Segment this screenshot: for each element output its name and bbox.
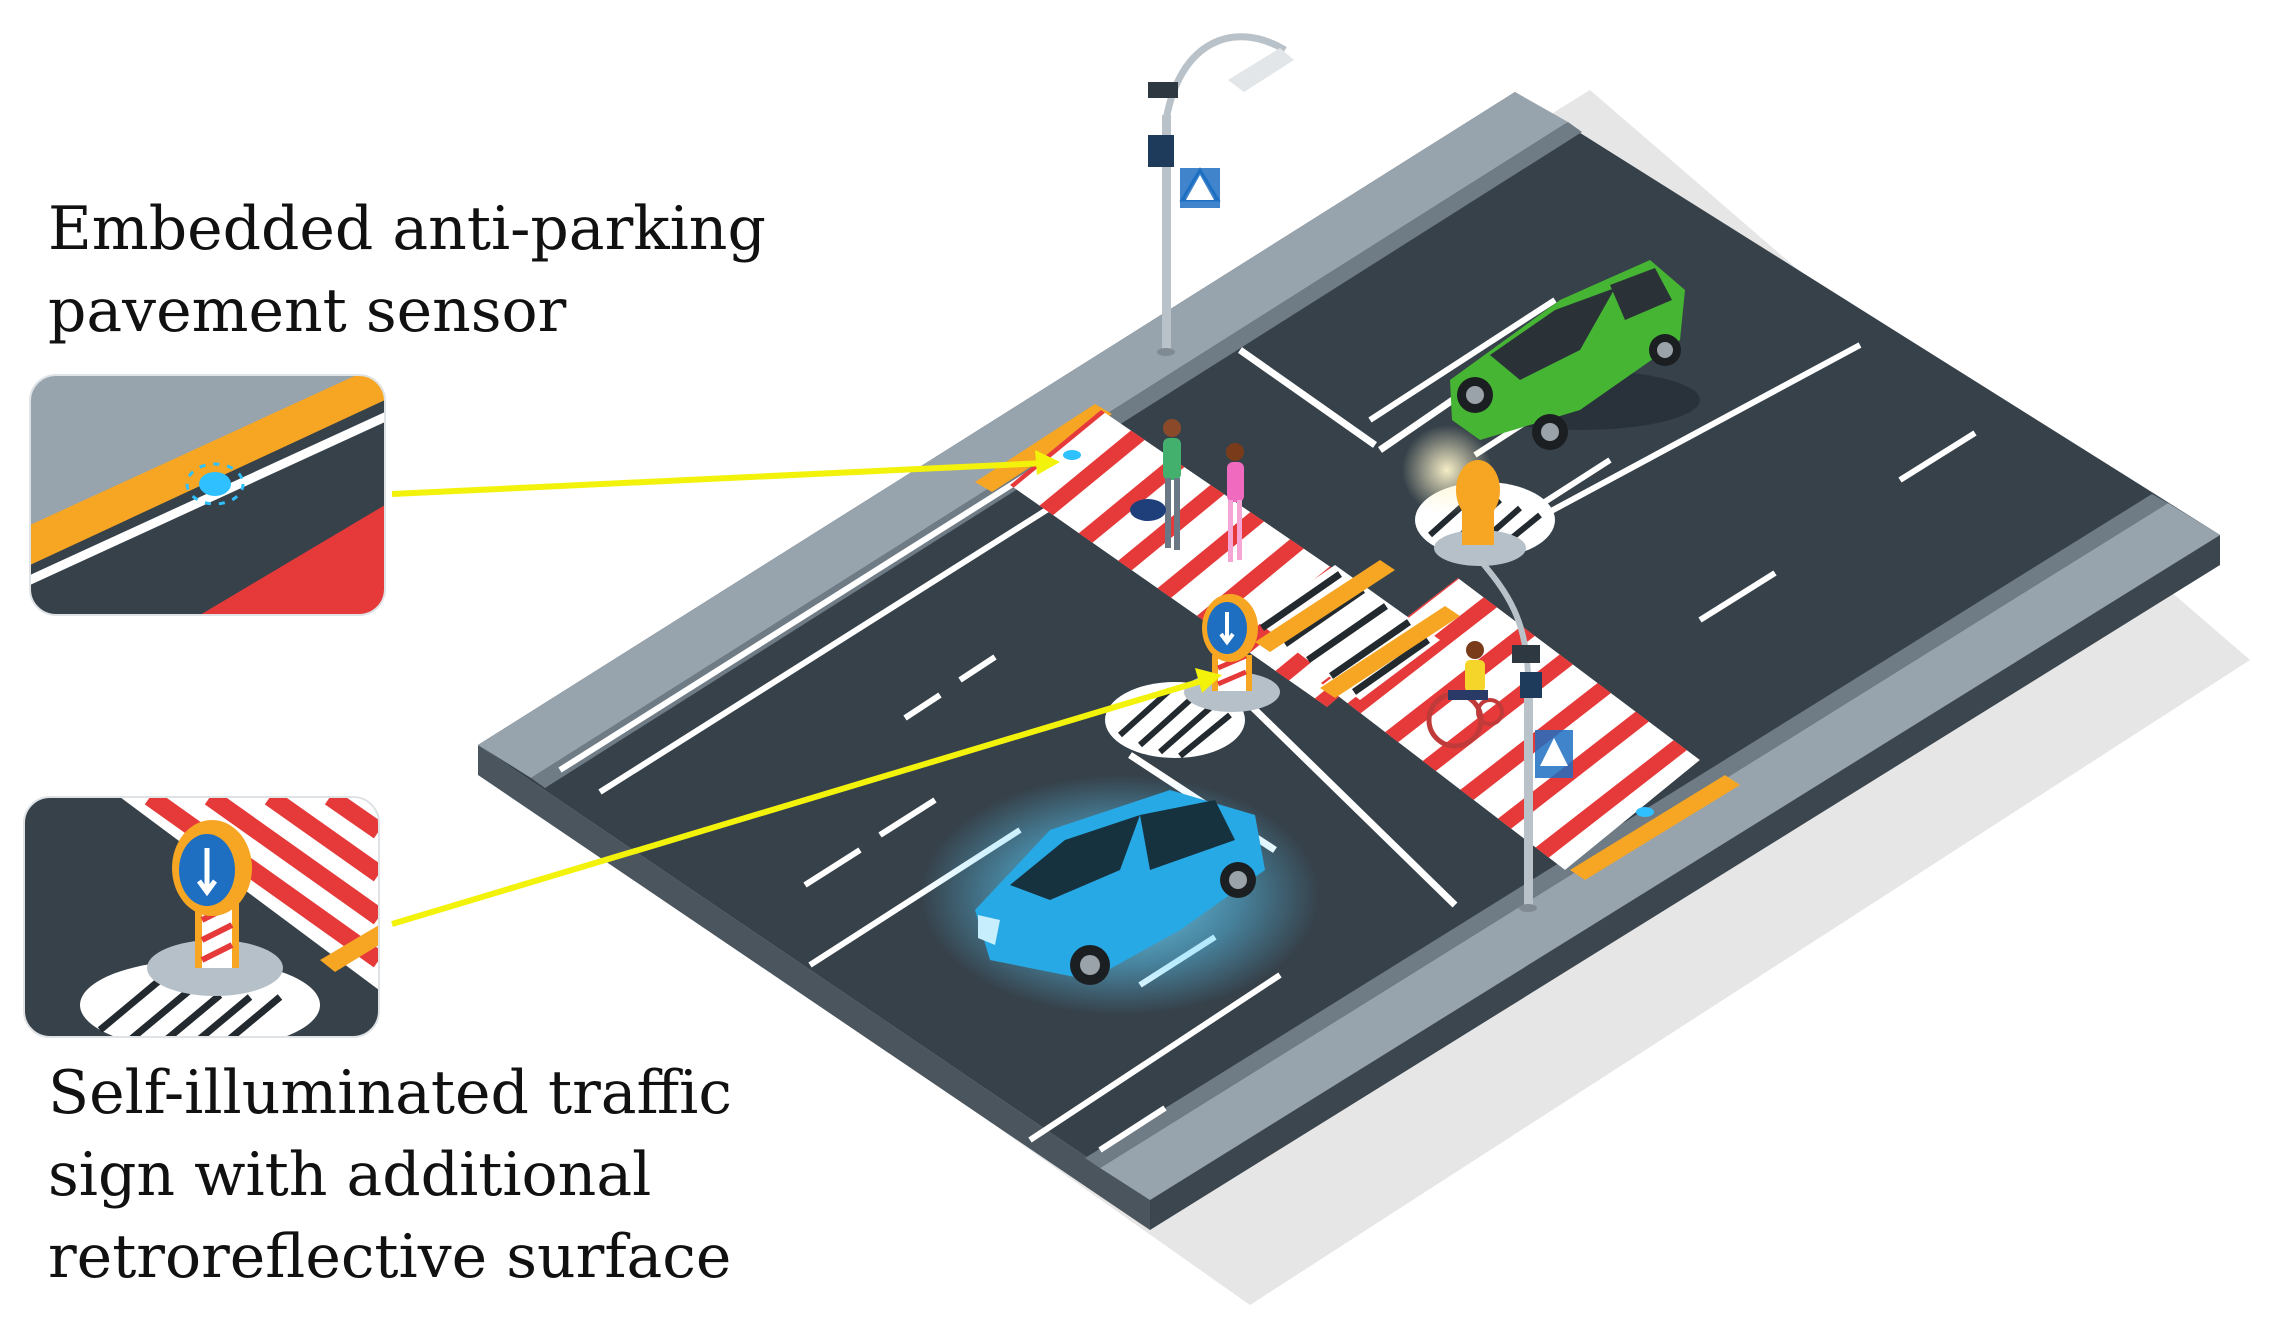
sign-closeup-inset bbox=[23, 796, 380, 1038]
orange-median-band bbox=[1255, 560, 1460, 698]
median-hatching bbox=[1255, 565, 1440, 700]
callout-arrow-sensor bbox=[391, 450, 1060, 497]
street-lamp-icon bbox=[1477, 558, 1573, 912]
sign-caption-line-3: retroreflective surface bbox=[48, 1222, 732, 1292]
pedestrians bbox=[1130, 419, 1244, 562]
sensor-closeup-inset bbox=[29, 374, 386, 616]
sign-caption-line-2: sign with additional bbox=[48, 1140, 652, 1210]
sensor-caption: Embedded anti-parking pavement sensor bbox=[48, 188, 766, 352]
callout-arrow-sign bbox=[391, 668, 1222, 927]
sign-caption: Self-illuminated traffic sign with addit… bbox=[48, 1052, 732, 1298]
illuminated-bollard-icon bbox=[1402, 425, 1526, 566]
street-lamp-icon bbox=[1148, 33, 1294, 356]
sign-caption-line-1: Self-illuminated traffic bbox=[48, 1058, 732, 1128]
blue-car bbox=[920, 775, 1320, 1015]
green-car bbox=[1450, 260, 1700, 450]
slab-sides bbox=[478, 535, 2220, 1230]
sensor-caption-line-1: Embedded anti-parking bbox=[48, 194, 766, 264]
orange-curb-strips bbox=[975, 404, 1740, 880]
pavement-sensor-icon bbox=[1063, 450, 1654, 817]
sensor-caption-line-2: pavement sensor bbox=[48, 276, 567, 346]
wheelchair-user bbox=[1426, 641, 1504, 749]
sidewalk-bottom bbox=[1085, 494, 2220, 1200]
